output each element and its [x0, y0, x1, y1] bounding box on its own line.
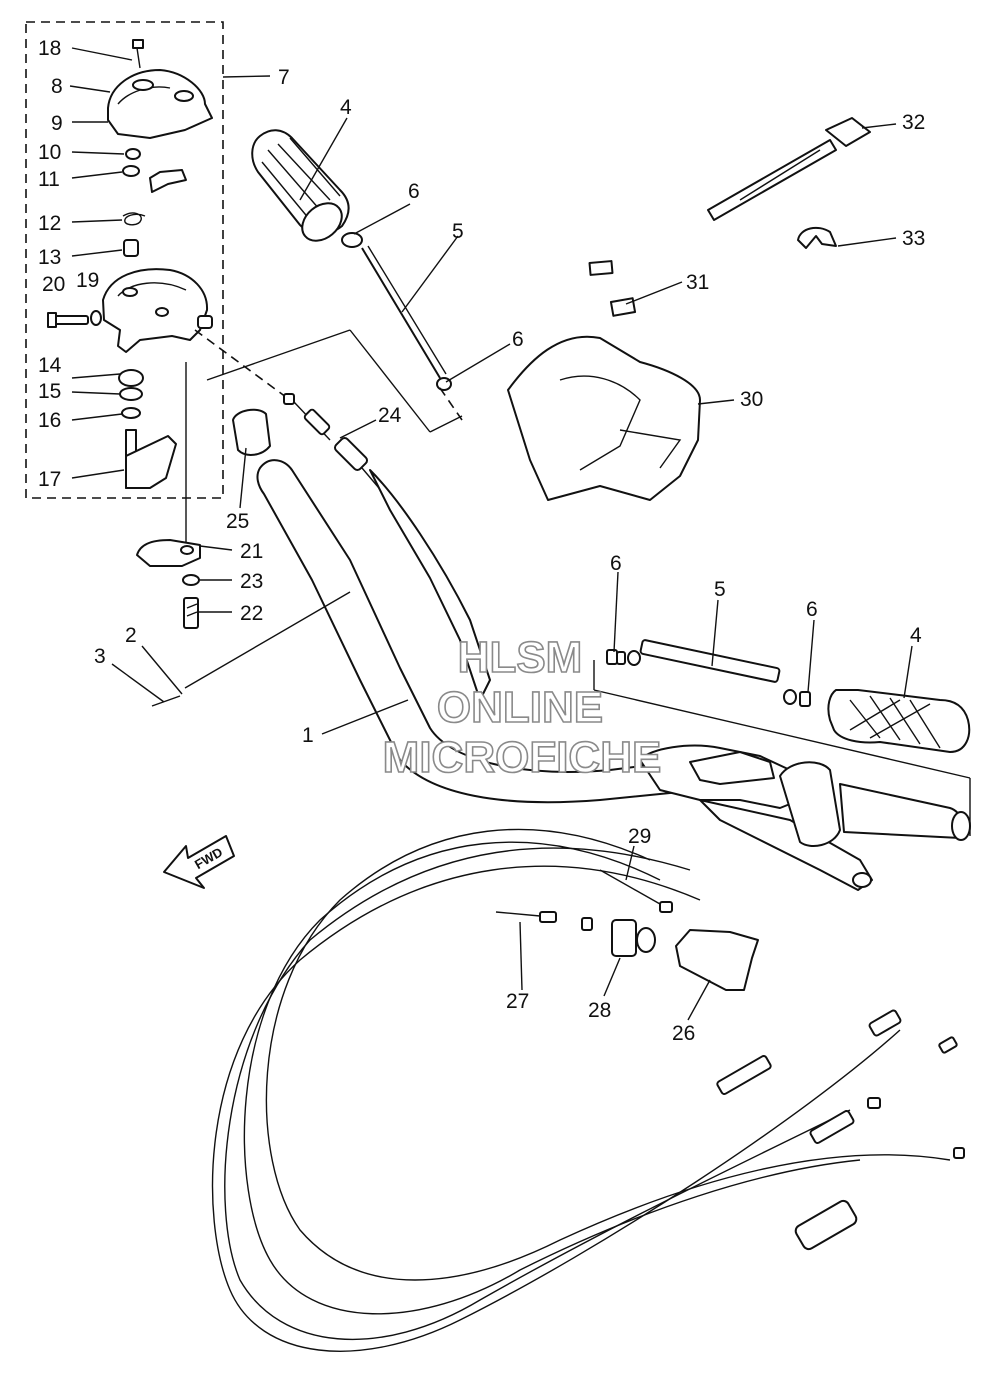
callout-33: 33 — [902, 227, 925, 250]
callout-19: 19 — [76, 269, 99, 292]
right-lever-assembly — [639, 744, 971, 891]
forward-arrow-icon: FWD — [163, 835, 235, 889]
callout-7: 7 — [278, 66, 290, 89]
callout-6-upper-a: 6 — [408, 180, 420, 203]
callout-25: 25 — [226, 510, 249, 533]
adjuster-parts — [495, 869, 759, 991]
watermark-line1: HLSM — [458, 633, 583, 682]
callout-6-right-b: 6 — [806, 598, 818, 621]
callout-20: 20 — [42, 273, 65, 296]
callout-27: 27 — [506, 990, 529, 1013]
callout-3: 3 — [94, 645, 106, 668]
callout-11: 11 — [38, 168, 60, 191]
callout-26: 26 — [672, 1022, 695, 1045]
watermark: HLSM ONLINE MICROFICHE — [382, 632, 662, 783]
callout-24: 24 — [378, 404, 402, 427]
callout-5-right: 5 — [714, 578, 726, 601]
watermark-line3: MICROFICHE — [383, 733, 662, 782]
leader-lines — [69, 47, 913, 1021]
callout-5-upper: 5 — [452, 220, 464, 243]
throttle-cable-parts — [194, 329, 463, 495]
callout-12: 12 — [38, 212, 61, 235]
callout-32: 32 — [902, 111, 925, 134]
callout-labels: 18 8 9 10 11 12 13 20 19 14 15 16 17 7 4… — [38, 37, 925, 1045]
callout-6-right-a: 6 — [610, 552, 622, 575]
callout-17: 17 — [38, 468, 61, 491]
callout-16: 16 — [38, 409, 61, 432]
throttle-housing-parts — [47, 39, 213, 545]
callout-14: 14 — [38, 354, 62, 377]
callout-1: 1 — [302, 724, 314, 747]
callout-9: 9 — [51, 112, 63, 135]
watermark-line2: ONLINE — [437, 683, 603, 732]
callout-6-upper-b: 6 — [512, 328, 524, 351]
callout-10: 10 — [38, 141, 61, 164]
callout-18: 18 — [38, 37, 61, 60]
callout-15: 15 — [38, 380, 61, 403]
callout-29: 29 — [628, 825, 651, 848]
callout-4-right: 4 — [910, 624, 922, 647]
callout-28: 28 — [588, 999, 611, 1022]
callout-8: 8 — [51, 75, 63, 98]
cable-tie-and-clip — [707, 117, 871, 249]
callout-13: 13 — [38, 246, 61, 269]
callout-2: 2 — [125, 624, 137, 647]
clamp-parts — [136, 539, 201, 629]
callout-30: 30 — [740, 388, 763, 411]
callout-4-upper: 4 — [340, 96, 352, 119]
callout-23: 23 — [240, 570, 263, 593]
control-cables — [211, 828, 965, 1352]
handlebar-pad — [507, 260, 701, 501]
callout-21: 21 — [240, 540, 263, 563]
callout-22: 22 — [240, 602, 263, 625]
callout-31: 31 — [686, 271, 709, 294]
right-grip-assembly — [593, 639, 971, 836]
throttle-assembly-box — [25, 21, 224, 499]
left-grip-assembly — [251, 129, 463, 421]
